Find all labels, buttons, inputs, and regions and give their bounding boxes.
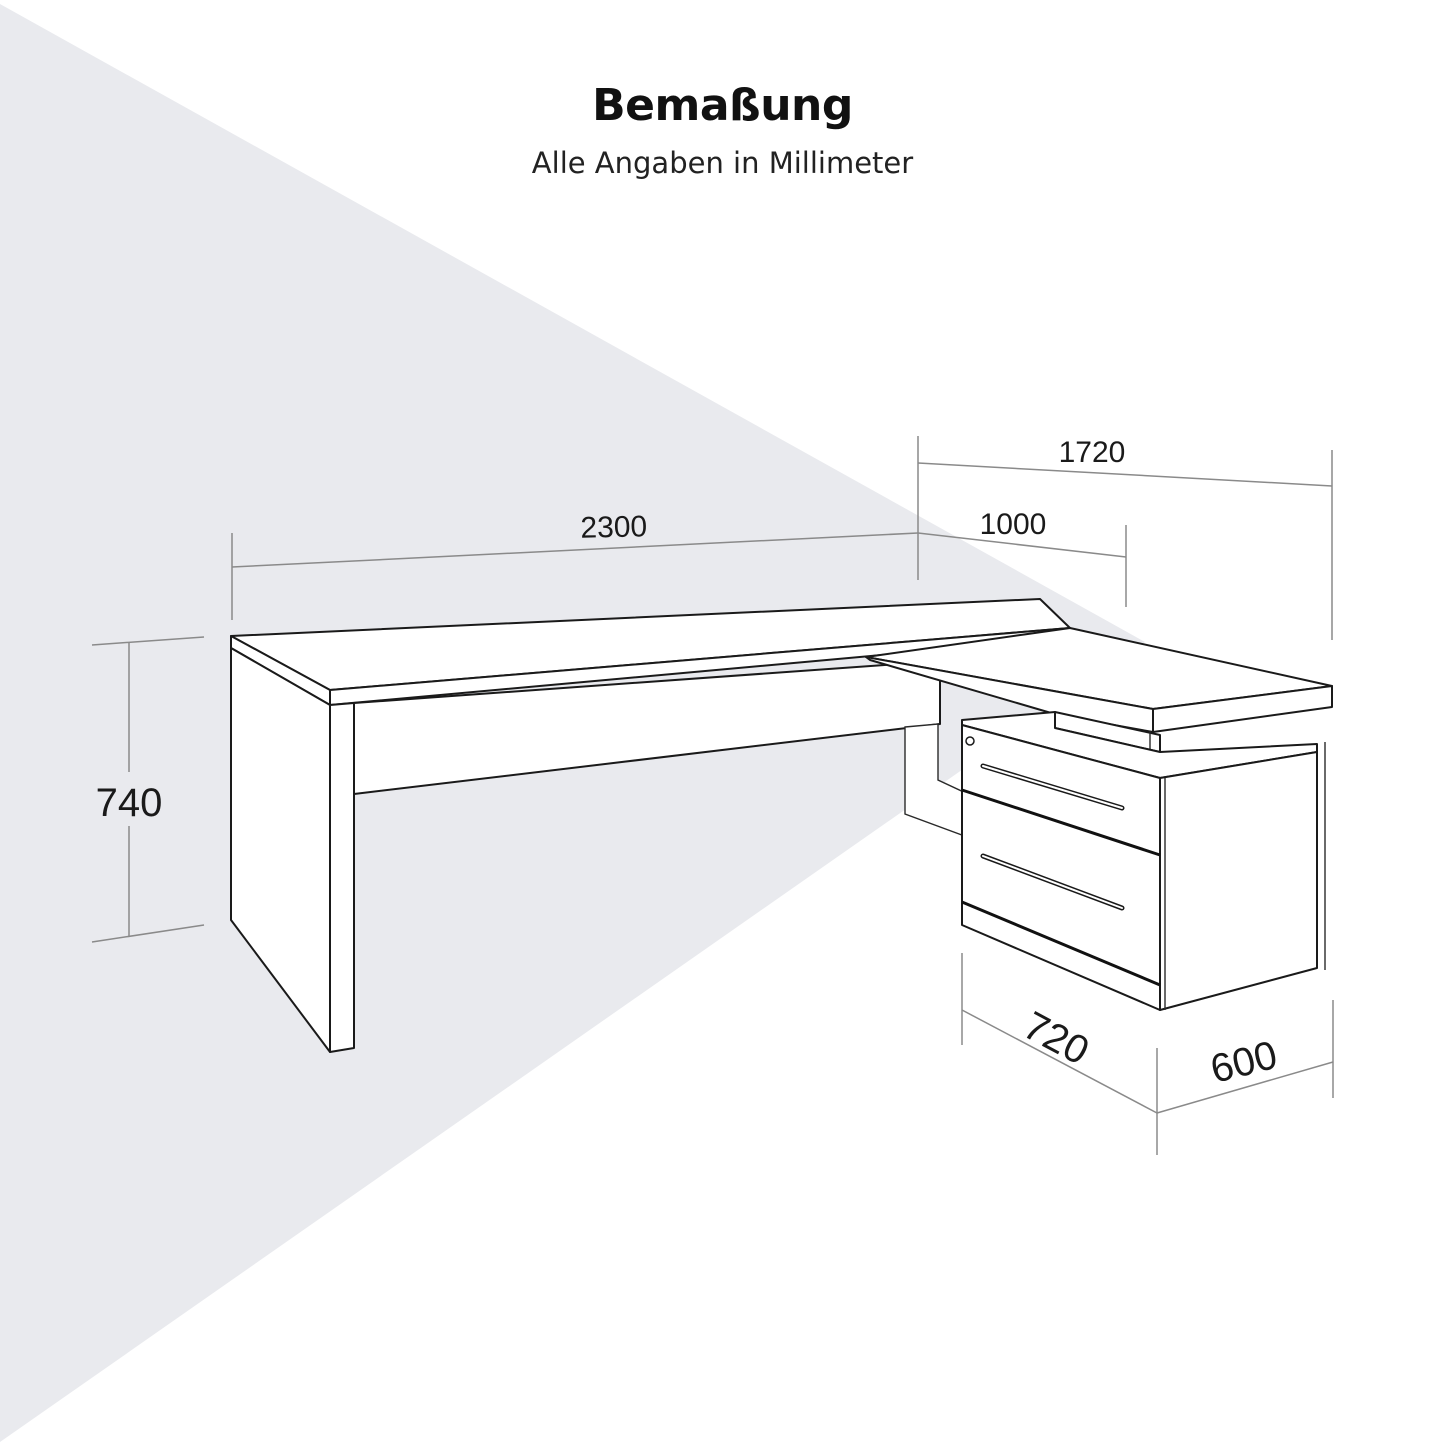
desk-return — [865, 627, 1333, 753]
page-title: Bemaßung — [592, 80, 853, 131]
page-subtitle: Alle Angaben in Millimeter — [531, 146, 914, 180]
dimension-cabinet-depth: 600 — [1156, 1000, 1334, 1114]
dimension-return-width: 1000 — [917, 508, 1127, 607]
dimension-total-depth: 1720 — [917, 436, 1333, 640]
lock-icon — [965, 736, 975, 746]
desk-main — [230, 598, 1071, 1053]
dimension-label-720: 720 — [1016, 1003, 1096, 1073]
dimension-label-1720: 1720 — [1059, 436, 1126, 469]
dimension-desk-width: 2300 — [231, 436, 919, 620]
dimension-label-600: 600 — [1206, 1033, 1281, 1092]
dimension-height: 740 — [91, 636, 205, 943]
drawer-handle-icon — [980, 763, 1125, 811]
dimension-label-2300: 2300 — [580, 510, 647, 544]
dimension-label-740: 740 — [96, 781, 163, 825]
drawer-cabinet — [961, 711, 1326, 1011]
drawer-handle-icon — [980, 853, 1125, 911]
dimension-label-1000: 1000 — [980, 508, 1047, 541]
